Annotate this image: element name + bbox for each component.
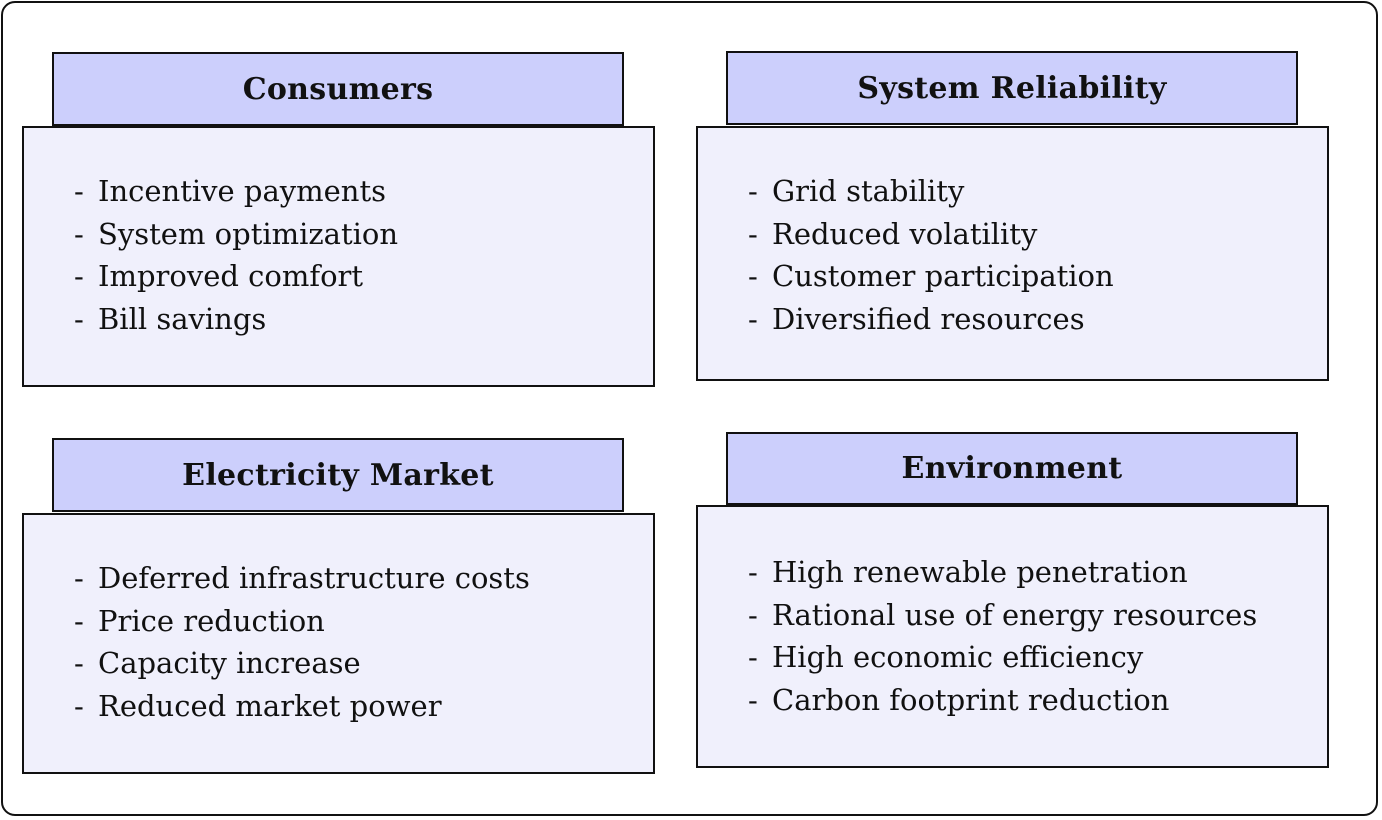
list-item: -Price reduction <box>74 600 653 643</box>
list-item-text: System optimization <box>98 216 399 251</box>
electricity-market-title: Electricity Market <box>52 438 624 512</box>
electricity-market-list: -Deferred infrastructure costs -Price re… <box>22 513 655 774</box>
bullet-dash: - <box>748 216 758 251</box>
list-item: -High economic efficiency <box>748 636 1327 679</box>
list-item-text: Incentive payments <box>98 174 387 208</box>
list-item-text: Diversified resources <box>772 301 1085 336</box>
list-item: -Carbon footprint reduction <box>748 679 1327 722</box>
bullet-dash: - <box>748 640 758 674</box>
bullet-dash: - <box>748 555 758 589</box>
bullet-dash: - <box>748 597 758 632</box>
system-reliability-list: -Grid stability -Reduced volatility -Cus… <box>696 126 1329 381</box>
consumers-list: -Incentive payments -System optimization… <box>22 126 655 387</box>
list-item: -Rational use of energy resources <box>748 594 1327 637</box>
list-item-text: Deferred infrastructure costs <box>98 561 530 595</box>
bullet-dash: - <box>74 561 84 595</box>
list-item: -Reduced volatility <box>748 213 1327 256</box>
list-item: -Deferred infrastructure costs <box>74 557 653 600</box>
list-item: -Improved comfort <box>74 255 653 298</box>
list-item: -Grid stability <box>748 170 1327 213</box>
list-item-text: High economic efficiency <box>772 640 1144 674</box>
list-item: -Bill savings <box>74 298 653 341</box>
bullet-dash: - <box>748 301 758 336</box>
bullet-dash: - <box>74 216 84 251</box>
list-item-text: High renewable penetration <box>772 555 1188 589</box>
list-item-text: Rational use of energy resources <box>772 597 1258 632</box>
bullet-dash: - <box>74 688 84 723</box>
environment-list: -High renewable penetration -Rational us… <box>696 505 1329 768</box>
list-item: -Capacity increase <box>74 642 653 685</box>
list-item-text: Improved comfort <box>98 259 364 293</box>
list-item: -Diversified resources <box>748 298 1327 341</box>
list-item: -Incentive payments <box>74 170 653 213</box>
list-item-text: Price reduction <box>98 603 325 638</box>
list-item-text: Reduced volatility <box>772 216 1038 251</box>
bullet-dash: - <box>74 646 84 680</box>
bullet-dash: - <box>748 174 758 208</box>
list-item-text: Reduced market power <box>98 688 442 723</box>
list-item-text: Customer participation <box>772 259 1114 293</box>
environment-title: Environment <box>726 432 1298 505</box>
list-item: -System optimization <box>74 213 653 256</box>
list-item-text: Capacity increase <box>98 646 361 680</box>
bullet-dash: - <box>74 174 84 208</box>
bullet-dash: - <box>748 682 758 717</box>
list-item-text: Bill savings <box>98 301 267 336</box>
system-reliability-title: System Reliability <box>726 51 1298 125</box>
list-item: -High renewable penetration <box>748 551 1327 594</box>
bullet-dash: - <box>748 259 758 293</box>
list-item-text: Grid stability <box>772 174 965 208</box>
list-item: -Reduced market power <box>74 685 653 728</box>
bullet-dash: - <box>74 259 84 293</box>
list-item: -Customer participation <box>748 255 1327 298</box>
bullet-dash: - <box>74 603 84 638</box>
list-item-text: Carbon footprint reduction <box>772 682 1170 717</box>
consumers-title: Consumers <box>52 52 624 126</box>
bullet-dash: - <box>74 301 84 336</box>
